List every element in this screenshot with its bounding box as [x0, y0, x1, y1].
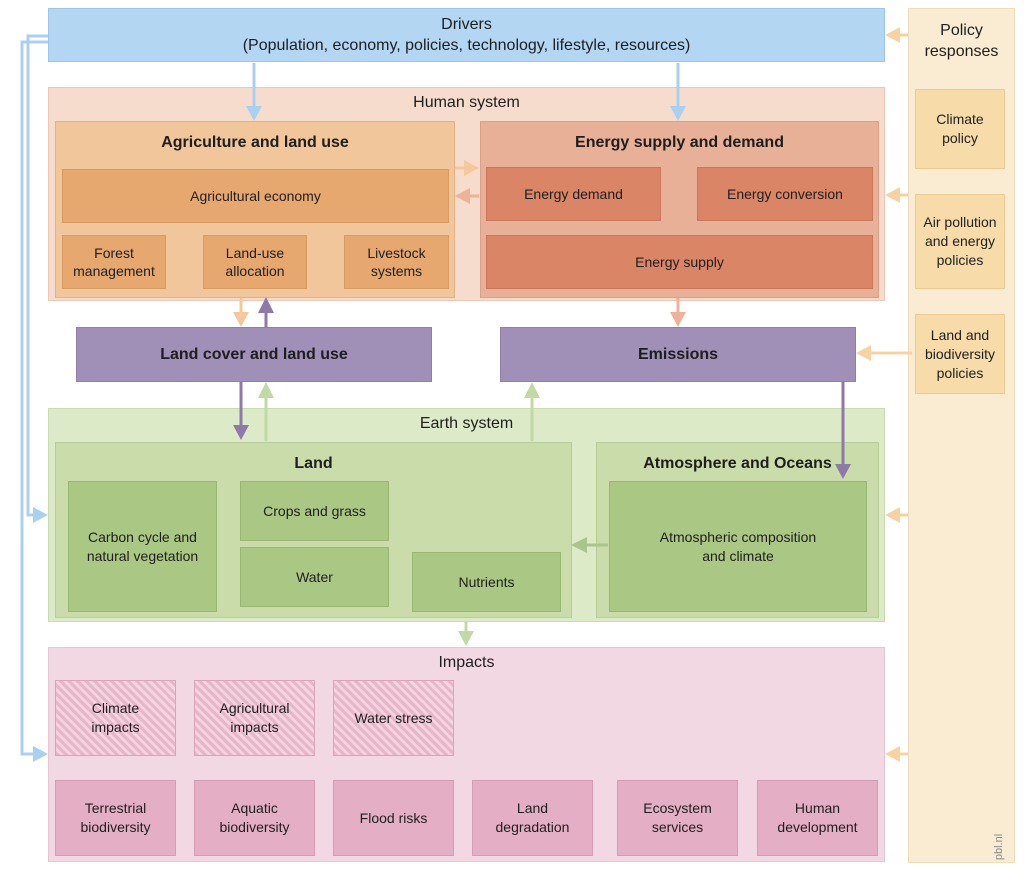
landcover-to-land-arrow-head: [233, 425, 249, 440]
agriculture-land-use-box: Agriculture and land use Agricultural ec…: [55, 121, 455, 298]
emissions-to-atmosphere-arrow-head: [835, 464, 851, 479]
impacts-title: Impacts: [438, 654, 495, 671]
drivers-to-earth-arrow-head: [33, 507, 48, 523]
atmosphere-title: Atmosphere and Oceans: [643, 455, 832, 472]
drivers-to-impacts-arrow-head: [33, 746, 48, 762]
energy-to-emissions-arrow-head: [670, 312, 686, 327]
air-pollution-energy-policies-box: Air pollution and energy policies: [915, 194, 1005, 289]
landcover-to-agriculture-arrow-head: [258, 297, 274, 313]
drivers-to-energy-arrow-head: [670, 106, 686, 121]
land-to-landcover-arrow-head: [258, 382, 274, 398]
earth-system-box: Earth system Land Carbon cycle and natur…: [48, 408, 885, 622]
impacts-box: Impacts Climate impacts Agricultural imp…: [48, 647, 885, 862]
land-cover-land-use-box: Land cover and land use: [76, 327, 432, 382]
ecosystem-services-box: Ecosystem services: [617, 780, 738, 856]
crops-grass-box: Crops and grass: [240, 481, 389, 541]
land-degradation-box: Land degradation: [472, 780, 593, 856]
drivers-subtitle: (Population, economy, policies, technolo…: [242, 37, 691, 54]
energy-supply-box: Energy supply: [486, 235, 873, 289]
policy-to-drivers-arrow-head: [885, 27, 900, 43]
aquatic-biodiversity-box: Aquatic biodiversity: [194, 780, 315, 856]
policy-to-emissions-arrow-head: [856, 345, 871, 361]
livestock-systems-box: Livestock systems: [344, 235, 449, 289]
nutrients-box: Nutrients: [412, 552, 561, 612]
atmosphere-to-land-arrow-head: [571, 537, 587, 553]
drivers-title: Drivers: [441, 16, 492, 33]
earth-to-impacts-arrow-head: [458, 631, 474, 646]
human-system-title: Human system: [413, 94, 520, 111]
energy-demand-box: Energy demand: [486, 167, 661, 221]
forest-management-box: Forest management: [62, 235, 166, 289]
climate-impacts-box: Climate impacts: [55, 680, 176, 756]
policy-to-human-arrow-head: [885, 187, 900, 203]
policy-responses-column: Policy responses Climate policy Air poll…: [908, 8, 1015, 863]
human-system-box: Human system Agriculture and land use Ag…: [48, 87, 885, 301]
agricultural-impacts-box: Agricultural impacts: [194, 680, 315, 756]
atmospheric-composition-box: Atmospheric composition and climate: [609, 481, 867, 612]
drivers-to-impacts-arrow: [20, 40, 48, 756]
land-biodiversity-policies-box: Land and biodiversity policies: [915, 314, 1005, 394]
policy-title: Policy responses: [924, 22, 999, 60]
earth-system-title: Earth system: [419, 415, 514, 432]
atmosphere-oceans-box: Atmosphere and Oceans Atmospheric compos…: [596, 442, 879, 618]
energy-conversion-box: Energy conversion: [697, 167, 873, 221]
agricultural-economy-box: Agricultural economy: [62, 169, 449, 223]
carbon-cycle-box: Carbon cycle and natural vegetation: [68, 481, 217, 612]
policy-to-earth-arrow-head: [885, 507, 900, 523]
land-to-emissions-arrow-head: [524, 382, 540, 398]
pbl-credit: pbl.nl: [993, 833, 1005, 861]
agriculture-title: Agriculture and land use: [161, 134, 349, 151]
human-development-box: Human development: [757, 780, 878, 856]
agriculture-to-energy-arrow-head: [464, 160, 479, 176]
energy-title: Energy supply and demand: [575, 134, 784, 151]
emissions-box: Emissions: [500, 327, 856, 382]
drivers-box: Drivers (Population, economy, policies, …: [48, 8, 885, 62]
terrestrial-biodiversity-box: Terrestrial biodiversity: [55, 780, 176, 856]
land-title: Land: [294, 455, 333, 472]
agriculture-to-landcover-arrow-head: [233, 312, 249, 327]
climate-policy-box: Climate policy: [915, 89, 1005, 169]
drivers-to-earth-arrow: [26, 34, 48, 517]
policy-to-impacts-arrow-head: [885, 746, 900, 762]
flood-risks-box: Flood risks: [333, 780, 454, 856]
water-box: Water: [240, 547, 389, 607]
land-use-allocation-box: Land-use allocation: [203, 235, 307, 289]
energy-to-agriculture-arrow-head: [455, 188, 470, 204]
land-box: Land Carbon cycle and natural vegetation…: [55, 442, 572, 618]
energy-supply-demand-box: Energy supply and demand Energy demand E…: [480, 121, 879, 298]
water-stress-box: Water stress: [333, 680, 454, 756]
drivers-to-agriculture-arrow-head: [246, 106, 262, 121]
